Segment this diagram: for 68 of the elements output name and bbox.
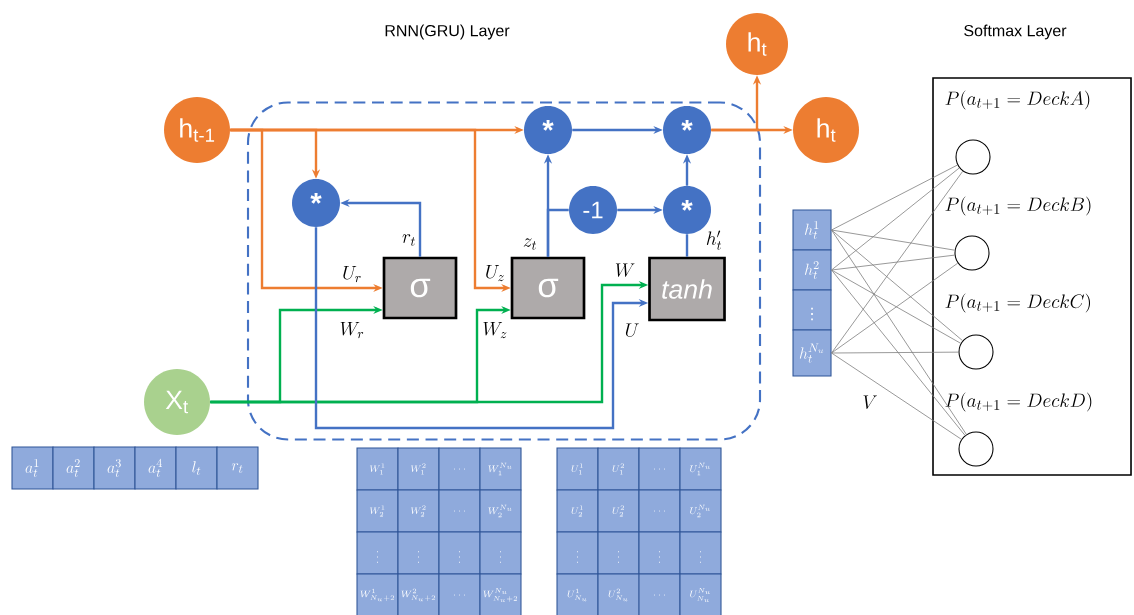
matrix-cell: $W_1^{N_u}$ bbox=[479, 447, 522, 491]
edge-label: $U$ bbox=[625, 323, 639, 337]
connector-line bbox=[831, 352, 962, 440]
layer-heading: Softmax Layer bbox=[964, 24, 1067, 40]
matrix-cell: $W_2^1$ bbox=[356, 489, 399, 533]
matrix-cell: $\vdots$ bbox=[438, 531, 481, 575]
matrix-cell: $\vdots$ bbox=[638, 531, 681, 575]
edge-label: $U_r$ bbox=[343, 266, 361, 283]
matrix-cell: $U_2^2$ bbox=[597, 489, 640, 533]
matrix-cell: $\vdots$ bbox=[356, 531, 399, 575]
vector-cell: $a_t^1$ bbox=[11, 446, 54, 490]
matrix-cell: $U_2^{N_u}$ bbox=[679, 489, 722, 533]
activation-box: tanh bbox=[648, 256, 726, 322]
weight-label: $V$ bbox=[863, 395, 877, 409]
matrix-cell: $W_2^2$ bbox=[397, 489, 440, 533]
connector-line bbox=[831, 262, 959, 354]
matrix-cell: $W_1^2$ bbox=[397, 447, 440, 491]
matrix-cell: $W_{N_u+2}^{N_u}$ bbox=[479, 573, 522, 615]
connector-line bbox=[831, 254, 955, 271]
gate-box: σ bbox=[510, 256, 586, 320]
matrix-cell: $\vdots$ bbox=[679, 531, 722, 575]
hidden-unit-cell: $h_t^{N_u}$ bbox=[792, 329, 832, 377]
edge-label: $W_z$ bbox=[483, 322, 507, 339]
probability-label: $P(a_{t+1} = DeckA)$ bbox=[945, 90, 1090, 110]
vector-cell: $r_t$ bbox=[216, 446, 259, 490]
probability-label: $P(a_{t+1} = DeckC)$ bbox=[945, 293, 1090, 313]
connector-line bbox=[831, 167, 960, 271]
matrix-cell: $\vdots$ bbox=[597, 531, 640, 575]
matrix-cell: $\vdots$ bbox=[556, 531, 599, 575]
hidden-unit-cell: $\vdots$ bbox=[792, 289, 832, 331]
connector-line bbox=[546, 208, 569, 257]
matrix-cell: $W_{N_u+2}^1$ bbox=[356, 573, 399, 615]
layer-heading: RNN(GRU) Layer bbox=[385, 24, 510, 40]
vector-cell: $a_t^4$ bbox=[134, 446, 177, 490]
connector-line bbox=[685, 234, 689, 257]
matrix-cell: $W_{N_u+2}^2$ bbox=[397, 573, 440, 615]
connector-line bbox=[831, 229, 963, 342]
matrix-cell: $U_{N_u}^1$ bbox=[556, 573, 599, 615]
matrix-cell: $U_2^1$ bbox=[556, 489, 599, 533]
gate-box: σ bbox=[382, 256, 458, 320]
edge-label: $z_t$ bbox=[523, 238, 537, 250]
hidden-unit-cell: $h_t^1$ bbox=[792, 209, 832, 251]
vector-cell: $l_t$ bbox=[175, 446, 218, 490]
matrix-cell: $W_1^1$ bbox=[356, 447, 399, 491]
connector-line bbox=[831, 170, 964, 354]
edge-label: $r_t$ bbox=[402, 234, 415, 246]
connector-line bbox=[831, 229, 967, 435]
connector-line bbox=[831, 351, 959, 354]
hidden-unit-cell: $h_t^2$ bbox=[792, 249, 832, 291]
connector-line bbox=[831, 269, 966, 436]
probability-label: $P(a_{t+1} = DeckD)$ bbox=[945, 392, 1092, 412]
connector-line bbox=[831, 269, 962, 344]
matrix-cell: $U_{N_u}^{N_u}$ bbox=[679, 573, 722, 615]
edge-label: $W$ bbox=[615, 263, 635, 277]
matrix-cell: $U_{N_u}^2$ bbox=[597, 573, 640, 615]
vector-cell: $a_t^3$ bbox=[93, 446, 136, 490]
matrix-cell: $U_1^1$ bbox=[556, 447, 599, 491]
connector-line bbox=[831, 229, 956, 251]
matrix-cell: $\vdots$ bbox=[479, 531, 522, 575]
matrix-cell: $U_1^2$ bbox=[597, 447, 640, 491]
edge-label: $W_r$ bbox=[340, 322, 364, 339]
edge-label: $U_z$ bbox=[486, 265, 504, 282]
vector-cell: $a_t^2$ bbox=[52, 446, 95, 490]
matrix-cell: $U_1^{N_u}$ bbox=[679, 447, 722, 491]
matrix-cell: $W_2^{N_u}$ bbox=[479, 489, 522, 533]
matrix-cell: $\vdots$ bbox=[397, 531, 440, 575]
probability-label: $P(a_{t+1} = DeckB)$ bbox=[945, 196, 1091, 216]
connector-line bbox=[831, 164, 958, 231]
